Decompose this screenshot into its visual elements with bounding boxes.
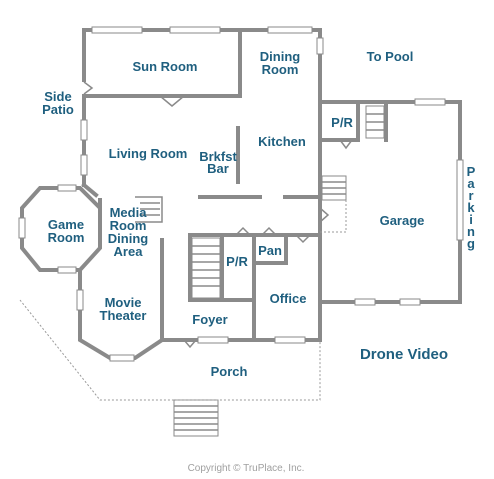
porch-outline [19, 200, 347, 401]
room-label-game-room-line2: Room [48, 230, 85, 245]
parking-letter: n [467, 224, 475, 239]
walls [78, 28, 462, 360]
parking-letter: a [467, 176, 475, 191]
door-swings [83, 81, 353, 349]
room-label-media-room-line2: Room [110, 218, 147, 233]
room-label-dining-room-line2: Room [262, 62, 299, 77]
parking-letter: i [469, 212, 473, 227]
room-label-breakfast-bar-line2: Bar [207, 161, 229, 176]
room-label-office: Office [270, 291, 307, 306]
room-label-pr-upper: P/R [331, 115, 353, 130]
room-label-living-room: Living Room [109, 146, 188, 161]
room-label-pr-lower: P/R [226, 254, 248, 269]
parking-letter: r [468, 188, 473, 203]
room-label-movie-theater-line1: Movie [105, 295, 142, 310]
parking-letter: P [467, 164, 476, 179]
room-label-movie-theater-line2: Theater [100, 308, 147, 323]
room-label-side-patio-line1: Side [44, 89, 71, 104]
room-label-dining-room-line1: Dining [260, 49, 300, 64]
room-label-foyer: Foyer [192, 312, 227, 327]
room-label-game-room-line1: Game [48, 217, 84, 232]
copyright-text: Copyright © TruPlace, Inc. [188, 463, 305, 474]
room-label-porch: Porch [211, 364, 248, 379]
room-label-pan: Pan [258, 243, 282, 258]
room-label-sun-room: Sun Room [133, 59, 198, 74]
parking-letter: g [467, 236, 475, 251]
stairs [140, 105, 385, 437]
room-label-garage: Garage [380, 213, 425, 228]
room-label-side-patio-line2: Patio [42, 102, 74, 117]
windows [18, 26, 464, 362]
room-label-to-pool: To Pool [367, 49, 414, 64]
drone-video-link[interactable]: Drone Video [360, 346, 448, 363]
room-label-media-room-line4: Area [114, 244, 144, 259]
room-label-media-room-line1: Media [110, 205, 148, 220]
room-label-kitchen: Kitchen [258, 134, 306, 149]
room-label-breakfast-bar-line1: Brkfst [199, 149, 237, 164]
room-label-media-room-line3: Dining [108, 231, 148, 246]
parking-letter: k [467, 200, 475, 215]
room-label-parking: P a r k i n g [467, 164, 476, 251]
